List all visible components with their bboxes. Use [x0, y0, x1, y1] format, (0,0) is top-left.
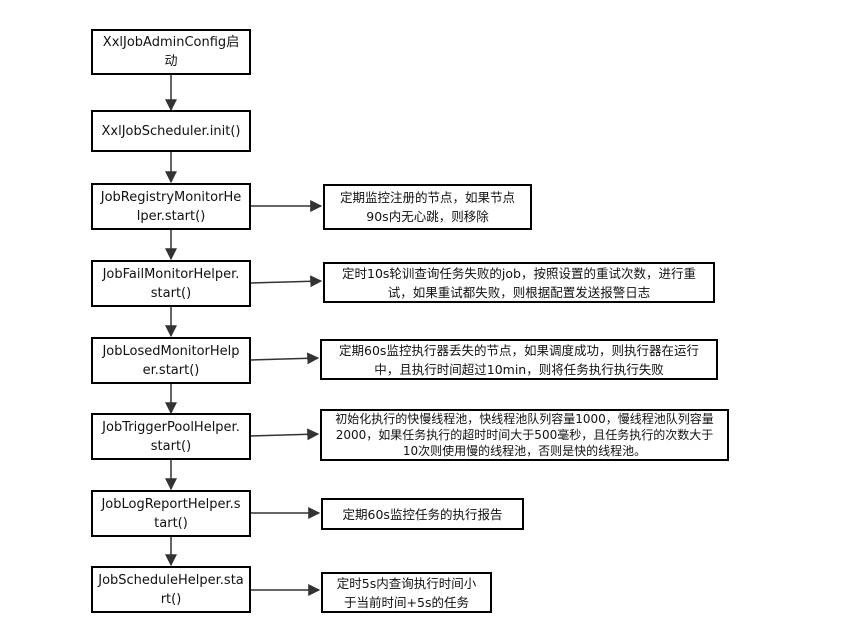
connector-note-4 [250, 275, 323, 288]
note-schedule: 定时5s内查询执行时间小于当前时间+5s的任务 [321, 572, 492, 613]
step-box-job-schedule: JobScheduleHelper.sta rt() [91, 566, 251, 613]
step-box-job-registry-monitor: JobRegistryMonitorHe lper.start() [91, 183, 251, 230]
note-fail-monitor: 定时10s轮训查询任务失败的job，按照设置的重试次数，进行重试，如果重试都失败… [323, 262, 715, 303]
step-box-xxljob-scheduler-init: XxlJobScheduler.init() [91, 110, 251, 152]
note-log-report: 定期60s监控任务的执行报告 [321, 498, 524, 530]
note-losed-monitor: 定期60s监控执行器丢失的节点，如果调度成功，则执行器在运行中，且执行时间超过1… [320, 339, 718, 380]
connector-note-6 [250, 428, 320, 441]
note-registry-monitor: 定期监控注册的节点，如果节点90s内无心跳，则移除 [323, 184, 532, 230]
step-box-xxljob-admin-config: XxlJobAdminConfig启 动 [91, 29, 251, 75]
step-box-job-fail-monitor: JobFailMonitorHelper. start() [91, 260, 251, 307]
step-box-job-trigger-pool: JobTriggerPoolHelper. start() [91, 413, 251, 460]
step-box-job-losed-monitor: JobLosedMonitorHelp er.start() [91, 337, 251, 384]
note-trigger-pool: 初始化执行的快慢线程池，快线程池队列容量1000，慢线程池队列容量2000，如果… [320, 409, 729, 461]
connector-note-5 [250, 352, 320, 365]
step-box-job-log-report: JobLogReportHelper.s tart() [91, 490, 251, 537]
